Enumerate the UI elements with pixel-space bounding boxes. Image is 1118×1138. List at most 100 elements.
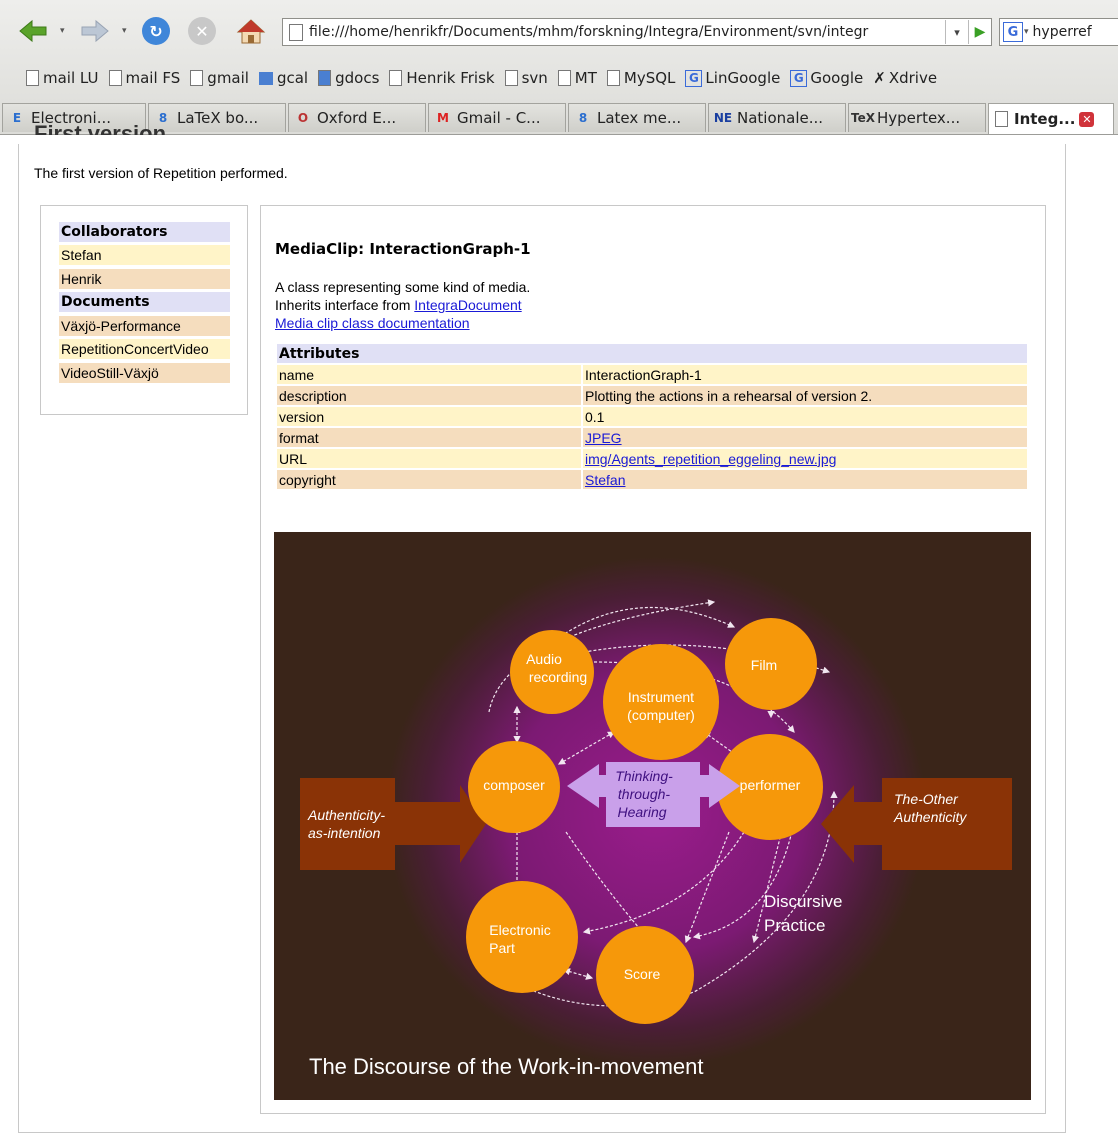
film-node (725, 618, 817, 710)
mediaclip-title: MediaClip: InteractionGraph-1 (275, 240, 531, 258)
bookmark-item[interactable]: mail FS (108, 69, 181, 87)
bookmark-item[interactable]: gmail (190, 69, 249, 87)
bookmark-item[interactable]: gcal (258, 69, 308, 87)
bookmark-item[interactable]: ✗Xdrive (873, 69, 937, 87)
bookmarks-toolbar: mail LU mail FS gmail gcal gdocs Henrik Frisk… (0, 64, 1118, 92)
document-item[interactable]: Växjö-Performance (59, 316, 230, 336)
browser-chrome: ▾ ▾ ↻ ✕ file:///home/henrikfr/Documents/… (0, 0, 1118, 135)
go-arrow-icon: ▶ (974, 24, 986, 40)
integra-document-link[interactable]: IntegraDocument (414, 297, 522, 313)
attribute-value: 0.1 (583, 407, 1027, 426)
tab-favicon-icon: TeX (851, 111, 875, 125)
tab-label: LaTeX bo... (177, 109, 259, 127)
documents-heading: Documents (59, 292, 230, 312)
address-bar[interactable]: file:///home/henrikfr/Documents/mhm/fors… (282, 18, 992, 46)
attribute-key: name (277, 365, 581, 384)
go-button[interactable]: ▶ (968, 20, 991, 44)
bookmark-label: gmail (207, 69, 249, 87)
bookmark-label: mail FS (125, 69, 181, 87)
search-box[interactable]: G ▾ hyperref (999, 18, 1118, 46)
forward-history-dropdown[interactable]: ▾ (122, 26, 127, 36)
sidebar: Collaborators Stefan Henrik Documents Vä… (40, 205, 248, 415)
forward-button[interactable] (80, 16, 110, 46)
document-item[interactable]: VideoStill-Växjö (59, 363, 230, 383)
attribute-value: InteractionGraph-1 (583, 365, 1027, 384)
page-icon (26, 70, 39, 86)
bookmark-item[interactable]: MT (557, 69, 597, 87)
bookmark-label: gdocs (335, 69, 380, 87)
close-tab-icon[interactable]: ✕ (1079, 111, 1095, 127)
bookmark-label: MySQL (623, 69, 676, 87)
thinking-through-hearing-arrow (567, 762, 740, 827)
heading-clip (0, 135, 1118, 144)
attribute-value-link[interactable]: Stefan (585, 471, 626, 488)
bookmark-item[interactable]: svn (504, 69, 548, 87)
attribute-value-link[interactable]: img/Agents_repetition_eggeling_new.jpg (585, 450, 837, 467)
stop-button[interactable]: ✕ (188, 16, 216, 46)
page-icon (289, 23, 303, 41)
page-content: First version The first version of Repet… (0, 121, 1118, 1138)
tab-item[interactable]: Integ...✕ (988, 103, 1114, 134)
collaborator-item[interactable]: Stefan (59, 245, 230, 265)
tab-label: Gmail - C... (457, 109, 541, 127)
bookmark-item[interactable]: MySQL (606, 69, 676, 87)
document-item[interactable]: RepetitionConcertVideo (59, 339, 230, 359)
page-icon (606, 70, 620, 86)
the-other-authenticity-box (821, 778, 1012, 870)
google-search-engine-icon[interactable]: G (1003, 22, 1023, 42)
back-history-dropdown[interactable]: ▾ (60, 26, 65, 36)
search-input[interactable]: hyperref (1032, 24, 1092, 40)
tab-label: Hypertex... (877, 109, 961, 127)
bookmark-label: LinGoogle (705, 69, 781, 87)
center-label: Thinking-through-Hearing (615, 768, 673, 820)
intro-text: The first version of Repetition performe… (34, 165, 288, 181)
attribute-value-link[interactable]: JPEG (585, 429, 622, 446)
home-button[interactable] (236, 16, 266, 46)
composer-label: composer (483, 777, 545, 793)
film-label: Film (751, 657, 777, 673)
collaborator-item[interactable]: Henrik (59, 269, 230, 289)
bookmark-label: Google (810, 69, 864, 87)
search-engine-dropdown-icon[interactable]: ▾ (1024, 27, 1029, 37)
reload-button[interactable]: ↻ (142, 16, 170, 46)
url-history-dropdown[interactable]: ▾ (945, 20, 968, 44)
bookmark-item[interactable]: gdocs (318, 69, 379, 87)
back-button[interactable] (18, 16, 48, 46)
home-icon (236, 19, 266, 44)
page-icon (108, 70, 122, 86)
graph-caption: The Discourse of the Work-in-movement (309, 1054, 704, 1079)
google-icon: G (790, 69, 808, 87)
mediaclip-doc-link[interactable]: Media clip class documentation (275, 315, 470, 331)
tab-label: Latex me... (597, 109, 682, 127)
url-text[interactable]: file:///home/henrikfr/Documents/mhm/fors… (309, 24, 869, 40)
bookmark-item[interactable]: mail LU (26, 69, 99, 87)
collaborators-heading: Collaborators (59, 222, 230, 242)
composer-node (468, 741, 560, 833)
mediaclip-desc-line: A class representing some kind of media. (275, 279, 531, 295)
instrument-label: Instrument(computer) (627, 689, 695, 723)
audio-recording-node (510, 630, 594, 714)
tab-favicon-icon: E (12, 111, 22, 125)
bookmark-item[interactable]: Henrik Frisk (389, 69, 495, 87)
back-arrow-icon (19, 19, 47, 43)
page-icon (389, 70, 403, 86)
tab-favicon-icon: NE (713, 111, 733, 125)
mediaclip-panel: MediaClip: InteractionGraph-1 A class re… (260, 205, 1046, 1114)
instrument-node (603, 644, 719, 760)
